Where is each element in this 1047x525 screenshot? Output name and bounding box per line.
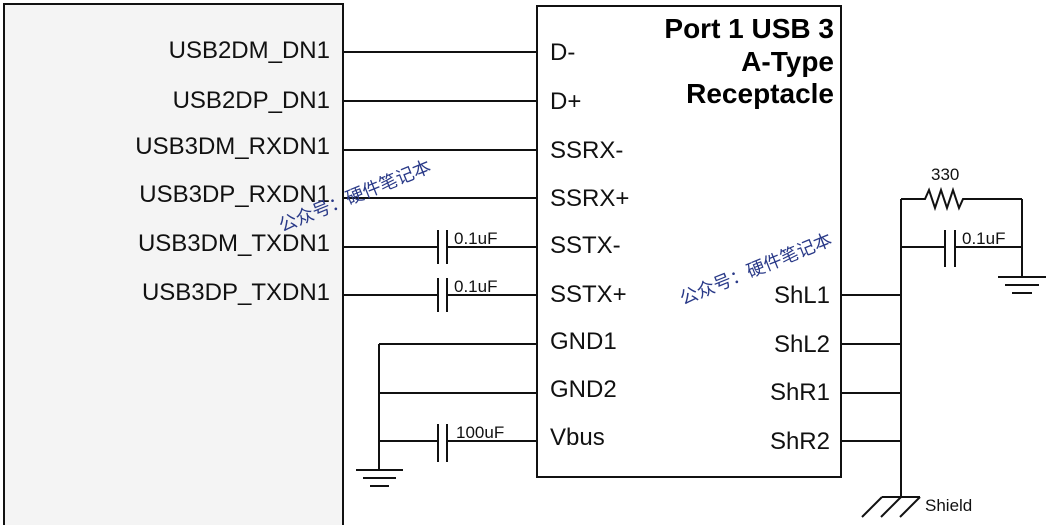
shield-label: Shield <box>925 496 972 515</box>
tx-cap-1-value: 0.1uF <box>454 229 497 248</box>
connector-pin-label: GND1 <box>550 328 617 355</box>
connector-pin-label: Vbus <box>550 424 605 451</box>
connector-pin-label: SSTX- <box>550 232 621 259</box>
chassis-ground-icon <box>861 496 921 518</box>
connector-pin-label: SSRX- <box>550 137 623 164</box>
connector-title: Receptacle <box>686 78 834 109</box>
host-pin-label: USB2DP_DN1 <box>173 87 330 114</box>
host-pin-label: USB3DP_TXDN1 <box>142 279 330 306</box>
connector-pin-label: ShL2 <box>774 331 830 358</box>
shield-network <box>841 186 1023 497</box>
connector-title: A-Type <box>741 46 834 77</box>
ground-symbol-icon <box>356 469 403 487</box>
vbus-cap-value: 100uF <box>456 423 504 442</box>
host-pin-label: USB3DM_RXDN1 <box>135 133 330 160</box>
connector-pin-label: GND2 <box>550 376 617 403</box>
connector-pin-label: D- <box>550 39 575 66</box>
connector-pin-label: ShL1 <box>774 282 830 309</box>
connector-pin-label: D+ <box>550 88 581 115</box>
connector-pin-label: ShR2 <box>770 428 830 455</box>
connector-block <box>536 5 842 478</box>
connector-title: Port 1 USB 3 <box>664 13 834 44</box>
host-block <box>3 3 344 525</box>
connector-pin-label: ShR1 <box>770 379 830 406</box>
ground-symbol-icon <box>998 276 1046 294</box>
connector-pin-label: SSTX+ <box>550 281 627 308</box>
ground-network <box>378 343 537 470</box>
host-pin-label: USB2DM_DN1 <box>169 37 330 64</box>
tx-cap-2-value: 0.1uF <box>454 277 497 296</box>
shield-cap-value: 0.1uF <box>962 229 1005 248</box>
connector-pin-label: SSRX+ <box>550 185 629 212</box>
shield-resistor-value: 330 <box>931 165 959 184</box>
host-pin-label: USB3DP_RXDN1 <box>139 181 330 208</box>
host-pin-label: USB3DM_TXDN1 <box>138 230 330 257</box>
signal-wires <box>343 51 537 312</box>
